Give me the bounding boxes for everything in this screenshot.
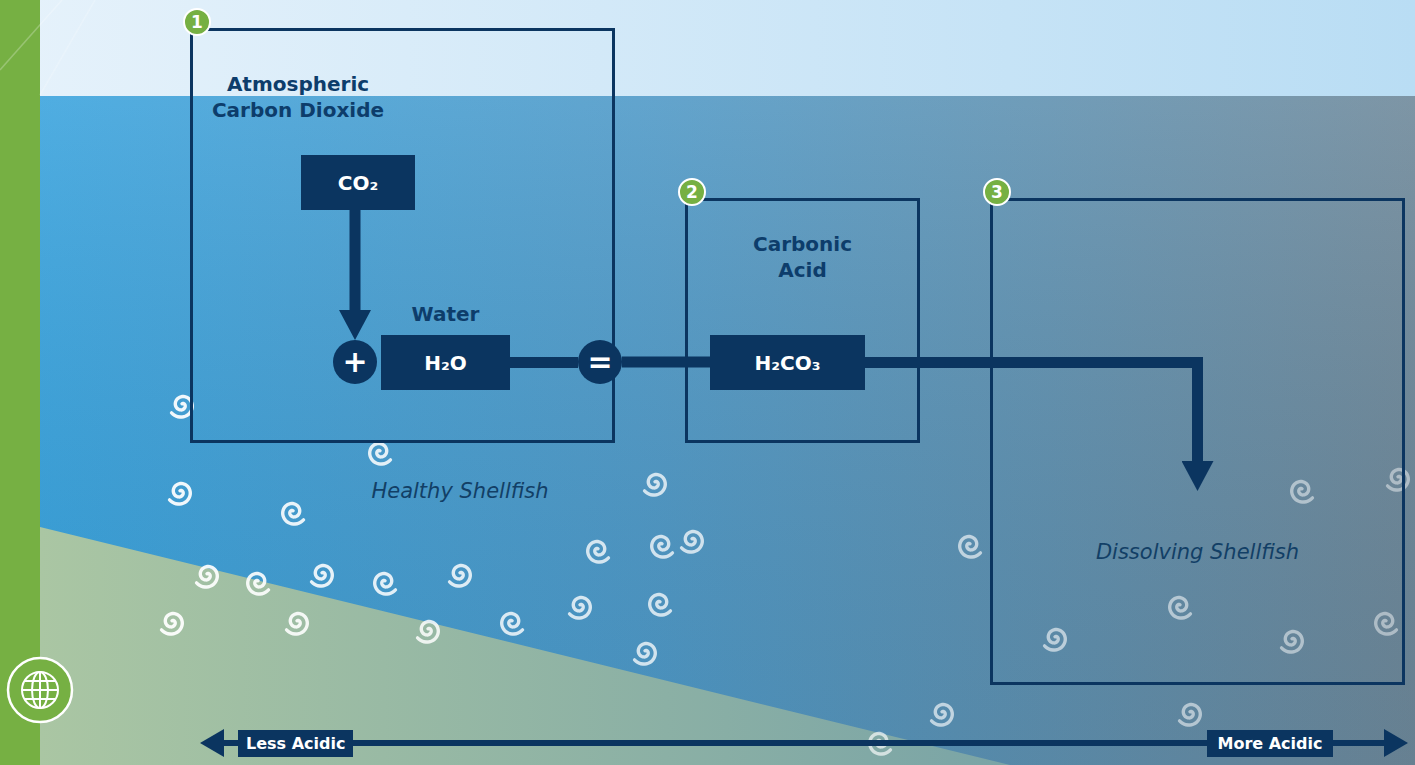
- shell-spiral: [312, 566, 333, 587]
- operator-circle: =: [578, 340, 622, 384]
- shell-spiral: [248, 574, 269, 595]
- shell-spiral: [960, 537, 981, 558]
- connector-line: [510, 357, 578, 368]
- formula-box: CO₂: [301, 155, 415, 210]
- connector-arrow: [350, 210, 361, 310]
- shell-spiral: [635, 644, 656, 665]
- shell-spiral: [197, 567, 218, 588]
- zone-label: Healthy Shellfish: [360, 476, 560, 506]
- step-heading: Atmospheric Carbon Dioxide: [193, 71, 403, 123]
- side-strip: [0, 0, 40, 765]
- shell-spiral: [1180, 705, 1201, 726]
- operator-circle: +: [333, 340, 377, 384]
- strip-deco: [40, 0, 95, 95]
- sea-floor: [40, 527, 1010, 765]
- shell-spiral: [1170, 598, 1191, 619]
- shell-spiral: [932, 705, 953, 726]
- operator-symbol: +: [342, 347, 367, 377]
- shell-spiral: [418, 622, 439, 643]
- formula-box-shape: H₂O: [381, 335, 510, 390]
- strip-deco: [0, 0, 62, 70]
- step-heading: Carbonic Acid: [737, 231, 868, 283]
- shell-spiral: [682, 532, 703, 553]
- shell-spiral: [588, 542, 609, 563]
- shell-spirals: [162, 397, 1409, 755]
- callout-number: 2: [678, 178, 706, 206]
- shell-spiral: [1282, 632, 1303, 653]
- globe-icon: [8, 658, 72, 722]
- sea-shade: [0, 96, 1415, 765]
- shell-spiral: [650, 595, 671, 616]
- shell-spiral: [1376, 614, 1397, 635]
- step-frame: Carbonic AcidH₂CO₃: [685, 198, 920, 443]
- shell-spiral: [370, 444, 391, 465]
- shell-spiral: [652, 537, 673, 558]
- scale-label: More Acidic: [1207, 730, 1333, 757]
- formula-text: H₂O: [424, 351, 467, 375]
- sea-body: [0, 96, 1415, 765]
- shell-spiral: [645, 475, 666, 496]
- shell-spiral: [570, 598, 591, 619]
- shell-spiral: [287, 614, 308, 635]
- shell-spiral: [283, 504, 304, 525]
- shell-spiral: [170, 484, 191, 505]
- shell-spiral: [1045, 630, 1066, 651]
- callout-number: 3: [983, 178, 1011, 206]
- shell-spiral: [1292, 482, 1313, 503]
- formula-box: WaterH₂O: [381, 288, 510, 390]
- step-frame: Dissolving Shellfish: [990, 198, 1405, 685]
- connector-arrow: [865, 363, 1198, 462]
- shell-spiral: [450, 566, 471, 587]
- shell-spiral: [502, 614, 523, 635]
- formula-text: H₂CO₃: [755, 353, 821, 373]
- formula-box: H₂CO₃: [710, 335, 865, 390]
- callout-number: 1: [183, 8, 211, 36]
- shell-spiral: [1388, 470, 1409, 491]
- acidity-scale: [200, 729, 1408, 757]
- step-frame: Atmospheric Carbon DioxideCO₂ + WaterH₂O: [190, 28, 615, 443]
- scale-label: Less Acidic: [238, 730, 353, 757]
- formula-text: CO₂: [338, 173, 378, 193]
- connector-line: [622, 357, 710, 368]
- caption-text: Dissolving Shellfish: [993, 539, 1402, 565]
- shell-spiral: [375, 574, 396, 595]
- operator-symbol: =: [587, 347, 612, 377]
- formula-heading: Water: [381, 288, 510, 335]
- sky-band: [0, 0, 1415, 96]
- shell-spiral: [162, 614, 183, 635]
